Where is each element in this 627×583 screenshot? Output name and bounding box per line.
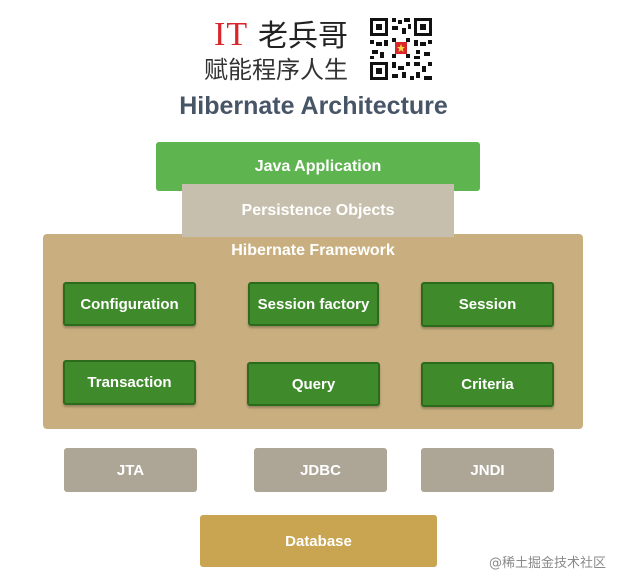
jndi-api: JNDI xyxy=(421,448,554,492)
diagram-title: Hibernate Architecture xyxy=(179,92,448,120)
session-factory-component: Session factory xyxy=(248,282,379,326)
brand-name: 老兵哥 xyxy=(258,19,348,54)
configuration-component: Configuration xyxy=(63,282,196,326)
database-layer: Database xyxy=(200,515,437,567)
hibernate-framework-label: Hibernate Framework xyxy=(231,242,395,259)
watermark: @稀土掘金技术社区 xyxy=(489,556,607,571)
transaction-component: Transaction xyxy=(63,360,196,405)
persistence-objects-layer: Persistence Objects xyxy=(182,184,454,237)
brand-it-logo: IT xyxy=(214,16,249,53)
java-application-layer: Java Application xyxy=(156,142,480,191)
jta-api: JTA xyxy=(64,448,197,492)
qr-code-icon xyxy=(368,16,434,82)
session-component: Session xyxy=(421,282,554,327)
criteria-component: Criteria xyxy=(421,362,554,407)
brand-slogan: 赋能程序人生 xyxy=(204,56,348,84)
jdbc-api: JDBC xyxy=(254,448,387,492)
query-component: Query xyxy=(247,362,380,406)
